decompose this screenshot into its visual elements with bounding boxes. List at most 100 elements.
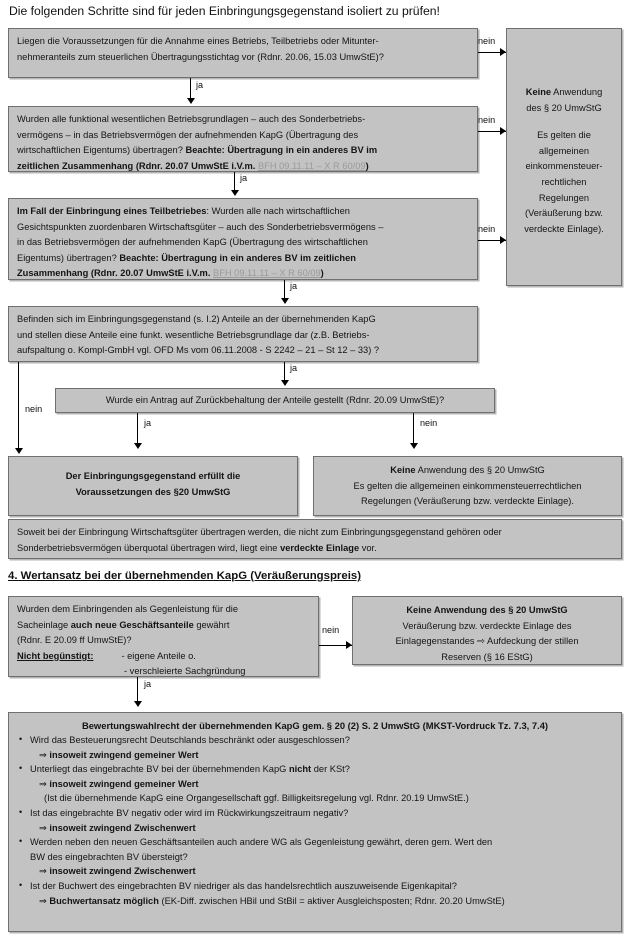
list-item: Unterliegt das eingebrachte BV bei der ü… — [15, 761, 615, 806]
connector-q3-ja — [284, 280, 286, 302]
q6-line3: (Rdnr. E 20.09 ff UmwStE)? — [17, 635, 132, 646]
q2-line4-close: ) — [365, 160, 369, 171]
list-item: Werden neben den neuen Geschäftsanteilen… — [15, 834, 615, 879]
q3-line4-normal: Eigentums) übertragen? — [17, 252, 117, 263]
result-box-no-application-top: Keine Anwendung des § 20 UmwStG Es gelte… — [506, 28, 622, 286]
no-line3: Regelungen (Veräußerung bzw. verdeckte E… — [361, 496, 574, 507]
q3-line4: Eigentums) übertragen? Beachte: Übertrag… — [17, 251, 469, 267]
bullet-1-question: Wird das Besteuerungsrecht Deutschlands … — [30, 735, 350, 745]
result-box-no-application-bottom: Keine Anwendung des § 20 UmwStG Veräußer… — [352, 596, 622, 665]
question-box-6[interactable]: Wurden dem Einbringenden als Gegenleistu… — [8, 596, 319, 677]
note-line2-c: vor. — [359, 542, 377, 553]
edge-label-q5-nein: nein — [420, 418, 438, 428]
no-rest: Anwendung des § 20 UmwStG — [415, 465, 545, 475]
bfh-link-2[interactable]: BFH 09.11.11 – X R 60/09 — [213, 268, 321, 279]
q4-line2: und stellen diese Anteile eine funkt. we… — [17, 329, 370, 340]
arrowhead-q4-ja — [280, 380, 289, 386]
connector-q1-ja — [190, 78, 192, 102]
no-line1: Keine Anwendung des § 20 UmwStG — [322, 463, 613, 479]
rt-line7: Regelungen — [538, 192, 590, 203]
rt-spacer — [515, 116, 613, 128]
no2-line3: Einlagegenstandes ⇨ Aufdeckung der still… — [395, 636, 579, 647]
q6-nicht-beguenstigt: Nicht begünstigt: — [17, 650, 94, 661]
question-box-3[interactable]: Im Fall der Einbringung eines Teilbetrie… — [8, 198, 478, 280]
question-box-1[interactable]: Liegen die Voraussetzungen für die Annah… — [8, 28, 478, 78]
q3-line1: Im Fall der Einbringung eines Teilbetrie… — [17, 204, 469, 220]
rt-keine: Keine — [525, 87, 552, 97]
q2-line3: wirtschaftlichen Eigentums) übertragen? … — [17, 143, 469, 159]
q3-line2: Gesichtspunkten zuordenbaren Wirtschafts… — [17, 221, 384, 232]
bullet-5-answer-rest: (EK-Diff. zwischen HBil und StBil = akti… — [158, 895, 505, 906]
q3-line3: in das Betriebsvermögen der aufnehmenden… — [17, 237, 368, 248]
q2-line2: vermögens – in das Betriebsvermögen der … — [17, 129, 359, 140]
bullet-4-question-2: BW des eingebrachten BV übersteigt? — [30, 851, 188, 862]
note-line2-a: Sonderbetriebsvermögen überquotal übertr… — [17, 542, 281, 553]
no-line2: Es gelten die allgemeinen einkommensteue… — [353, 480, 582, 491]
section-heading-4: 4. Wertansatz bei der übernehmenden KapG… — [8, 570, 361, 582]
q6-line2-c: gewährt — [193, 619, 230, 630]
no2-line4: Reserven (§ 16 EStG) — [441, 651, 533, 662]
rt-line1: Keine Anwendung — [515, 85, 613, 101]
q2-line3-bold: Beachte: Übertragung in ein anderes BV i… — [185, 145, 378, 156]
bullet-5-answer-bold: Buchwertansatz möglich — [49, 895, 159, 906]
connector-q5-ja — [137, 413, 139, 447]
bullet-2-question-c: der KSt? — [311, 764, 350, 775]
arrowhead-q4-nein — [14, 448, 23, 454]
edge-label-q1-ja: ja — [196, 80, 204, 90]
arrowhead-q2-ja — [230, 190, 239, 196]
q3-line5: Zusammenhang (Rdnr. 20.07 UmwStE i.V.m. … — [17, 266, 469, 282]
q6-line4-b: - eigene Anteile o. — [121, 650, 196, 661]
bullet-3-question: Ist das eingebrachte BV negativ oder wir… — [30, 807, 349, 818]
edge-label-q4-nein: nein — [25, 404, 43, 414]
q2-line4-bold: zeitlichen Zusammenhang (Rdnr. 20.07 Umw… — [17, 160, 256, 171]
arrowhead-q5-nein — [409, 443, 418, 449]
rt-line5: einkommensteuer- — [525, 161, 603, 172]
note-line1: Soweit bei der Einbringung Wirtschaftsgü… — [17, 527, 502, 537]
edge-label-q1-nein: nein — [478, 36, 496, 46]
list-item: Ist das eingebrachte BV negativ oder wir… — [15, 805, 615, 835]
connector-q5-nein — [413, 413, 415, 447]
connector-q4-nein — [18, 362, 20, 452]
note-line2: Sonderbetriebsvermögen überquotal übertr… — [17, 541, 613, 557]
q6-line5: - verschleierte Sachgründung — [124, 666, 246, 677]
connector-q2-ja — [234, 172, 236, 194]
edge-label-q2-nein: nein — [478, 115, 496, 125]
note-line2-bold: verdeckte Einlage — [280, 542, 360, 553]
question-box-5[interactable]: Wurde ein Antrag auf Zurückbehaltung der… — [55, 388, 495, 413]
arrowhead-q3-ja — [280, 298, 289, 304]
bullet-5-question: Ist der Buchwert des eingebrachten BV ni… — [30, 880, 457, 891]
rt-line2: des § 20 UmwStG — [526, 102, 602, 113]
arrowhead-q1-nein — [500, 48, 506, 56]
result-box-requirements-met: Der Einbringungsgegenstand erfüllt die V… — [8, 456, 298, 516]
edge-label-q4-ja: ja — [290, 363, 298, 373]
ok-line2: Voraussetzungen des §20 UmwStG — [75, 486, 231, 497]
q1-line1: Liegen die Voraussetzungen für die Annah… — [17, 36, 379, 46]
q1-line2: nehmeranteils zum steuerlichen Übertragu… — [17, 51, 384, 62]
bfh-link-1[interactable]: BFH 09.11.11 – X R 60/09 — [257, 160, 366, 171]
connector-q6-ja — [137, 677, 139, 705]
edge-label-q3-nein: nein — [478, 224, 496, 234]
bullet-1-answer: insoweit zwingend gemeiner Wert — [49, 749, 199, 760]
connector-q6-nein — [319, 645, 352, 647]
connector-q3-nein — [478, 240, 506, 242]
question-box-4[interactable]: Befinden sich im Einbringungsgegenstand … — [8, 306, 478, 362]
rt-line6: rechtlichen — [541, 176, 587, 187]
rt-line4: allgemeinen — [538, 145, 590, 156]
q3-line4-bold: Beachte: Übertragung in ein anderes BV i… — [119, 252, 356, 263]
bullet-2-answer: insoweit zwingend gemeiner Wert — [49, 778, 199, 789]
q4-line1: Befinden sich im Einbringungsgegenstand … — [17, 314, 376, 324]
list-item: Ist der Buchwert des eingebrachten BV ni… — [15, 878, 615, 908]
q3-line1-normal: : Wurden alle nach wirtschaftlichen — [206, 206, 350, 216]
edge-label-q6-nein: nein — [322, 625, 340, 635]
bullet-4-question: Werden neben den neuen Geschäftsanteilen… — [30, 837, 493, 848]
q6-line2-a: Sacheinlage — [17, 619, 71, 630]
question-box-2[interactable]: Wurden alle funktional wesentlichen Betr… — [8, 106, 478, 172]
edge-label-q2-ja: ja — [240, 173, 248, 183]
q5-line1: Wurde ein Antrag auf Zurückbehaltung der… — [105, 395, 445, 405]
arrowhead-q1-ja — [186, 98, 195, 104]
arrowhead-q3-nein — [500, 236, 506, 244]
q2-line1: Wurden alle funktional wesentlichen Betr… — [17, 114, 366, 124]
arrowhead-q2-nein — [500, 127, 506, 135]
q2-line4: zeitlichen Zusammenhang (Rdnr. 20.07 Umw… — [17, 159, 469, 175]
